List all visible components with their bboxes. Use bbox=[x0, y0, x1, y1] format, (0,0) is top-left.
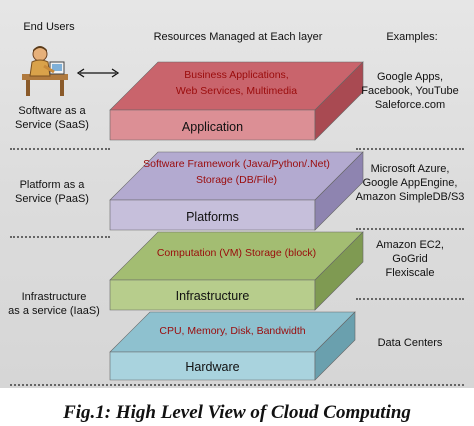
layer-infrastructure: Computation (VM) Storage (block) Infrast… bbox=[109, 231, 364, 311]
example-appengine: Google AppEngine, bbox=[362, 177, 458, 189]
iaas-label-line-1: Infrastructure bbox=[21, 291, 87, 303]
layer-application-resource-2: Web Services, Multimedia bbox=[176, 85, 297, 97]
layer-hardware-label: Hardware bbox=[185, 360, 239, 374]
layer-application-side bbox=[314, 61, 364, 141]
figure-caption: Fig.1: High Level View of Cloud Computin… bbox=[63, 402, 411, 423]
divider-left-paas-iaas bbox=[10, 236, 110, 238]
layer-infrastructure-resource-1: Computation (VM) Storage (block) bbox=[157, 247, 316, 259]
examples-platforms: Microsoft Azure, Google AppEngine, Amazo… bbox=[352, 162, 468, 204]
examples-header: Examples: bbox=[386, 31, 438, 43]
double-arrow-icon bbox=[76, 68, 120, 78]
paas-label: Platform as a Service (PaaS) bbox=[4, 178, 100, 206]
example-flexiscale: Flexiscale bbox=[385, 267, 435, 279]
layer-hardware-side bbox=[314, 311, 356, 381]
layer-application-resource-1: Business Applications, bbox=[184, 69, 288, 81]
example-azure: Microsoft Azure, bbox=[370, 163, 450, 175]
layer-application: Business Applications, Web Services, Mul… bbox=[109, 61, 364, 141]
layer-hardware: CPU, Memory, Disk, Bandwidth Hardware bbox=[109, 311, 356, 381]
layer-infrastructure-side bbox=[314, 231, 364, 311]
examples-infrastructure: Amazon EC2, GoGrid Flexiscale bbox=[352, 238, 468, 280]
layer-platforms-resource-2: Storage (DB/File) bbox=[196, 174, 277, 186]
iaas-label-line-2: as a service (IaaS) bbox=[8, 305, 100, 317]
layer-platforms-resource-1: Software Framework (Java/Python/.Net) bbox=[143, 158, 330, 170]
divider-left-saas-paas bbox=[10, 148, 110, 150]
iaas-label: Infrastructure as a service (IaaS) bbox=[2, 290, 106, 318]
saas-label-line-1: Software as a bbox=[18, 105, 86, 117]
example-ec2: Amazon EC2, bbox=[376, 239, 444, 251]
layer-platforms: Software Framework (Java/Python/.Net) St… bbox=[109, 151, 364, 231]
example-simpledb: Amazon SimpleDB/S3 bbox=[355, 191, 465, 203]
resources-header: Resources Managed at Each layer bbox=[153, 31, 323, 43]
paas-label-line-2: Service (PaaS) bbox=[15, 193, 89, 205]
example-salesforce: Saleforce.com bbox=[374, 99, 446, 111]
divider-bottom bbox=[10, 384, 464, 386]
examples-application: Google Apps, Facebook, YouTube Saleforce… bbox=[352, 70, 468, 112]
saas-label-line-2: Service (SaaS) bbox=[15, 119, 89, 131]
layer-application-label: Application bbox=[182, 120, 243, 134]
layer-hardware-resource-1: CPU, Memory, Disk, Bandwidth bbox=[159, 325, 305, 337]
layer-stack: Business Applications, Web Services, Mul… bbox=[109, 61, 364, 381]
layer-platforms-side bbox=[314, 151, 364, 231]
example-google-apps: Google Apps, bbox=[376, 71, 444, 83]
divider-right-1 bbox=[356, 148, 464, 150]
end-users-header: End Users bbox=[23, 21, 75, 33]
layer-infrastructure-label: Infrastructure bbox=[176, 289, 250, 303]
end-user-icon bbox=[22, 46, 68, 96]
divider-right-2 bbox=[356, 228, 464, 230]
examples-hardware: Data Centers bbox=[352, 336, 468, 350]
layer-platforms-label: Platforms bbox=[186, 210, 239, 224]
divider-right-3 bbox=[356, 298, 464, 300]
saas-label: Software as a Service (SaaS) bbox=[4, 104, 100, 132]
example-gogrid: GoGrid bbox=[392, 253, 428, 265]
example-facebook-youtube: Facebook, YouTube bbox=[361, 85, 459, 97]
example-data-centers: Data Centers bbox=[377, 337, 443, 349]
paas-label-line-1: Platform as a bbox=[19, 179, 85, 191]
